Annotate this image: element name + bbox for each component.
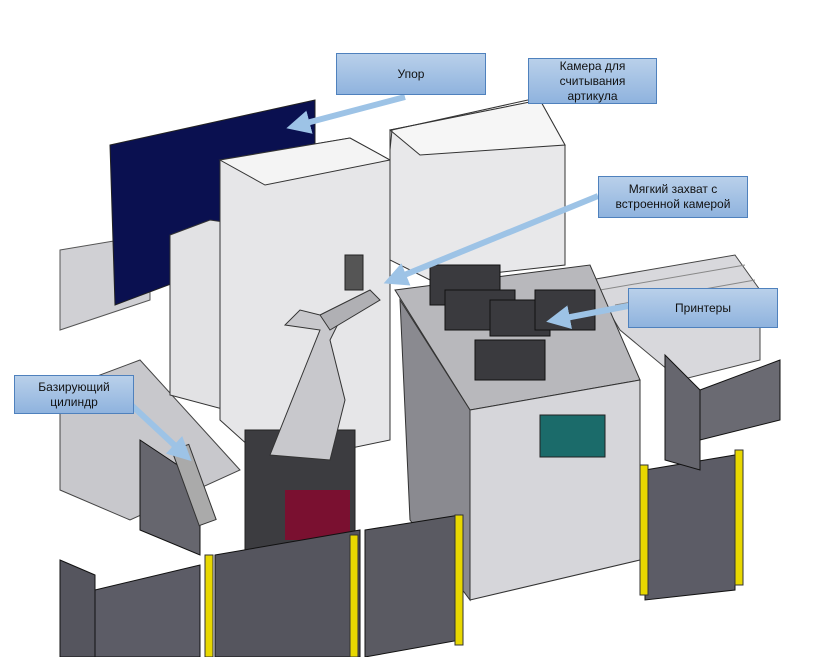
callout-cylinder: Базирующий цилиндр [14, 375, 134, 414]
safety-fence [59, 353, 781, 657]
callout-cylinder-text: Базирующий цилиндр [38, 379, 110, 409]
callout-stop: Упор [336, 53, 486, 95]
gripper-arrow [383, 193, 600, 286]
printers-arrow [546, 303, 629, 329]
stop-arrow [286, 94, 406, 134]
camera-leader-line [389, 99, 529, 151]
callout-printers-text: Принтеры [675, 300, 731, 315]
callout-camera-text: Камера для считывания артикула [559, 58, 626, 103]
callout-camera: Камера для считывания артикула [528, 58, 657, 104]
callout-gripper: Мягкий захват с встроенной камерой [598, 176, 748, 218]
cabinets [169, 99, 566, 466]
callout-printers: Принтеры [628, 288, 778, 328]
callout-stop-text: Упор [397, 66, 425, 81]
callout-gripper-text: Мягкий захват с встроенной камерой [615, 182, 731, 211]
cylinder-arrow [125, 399, 192, 462]
robot-arm [244, 254, 381, 551]
fence-posts [204, 449, 744, 657]
